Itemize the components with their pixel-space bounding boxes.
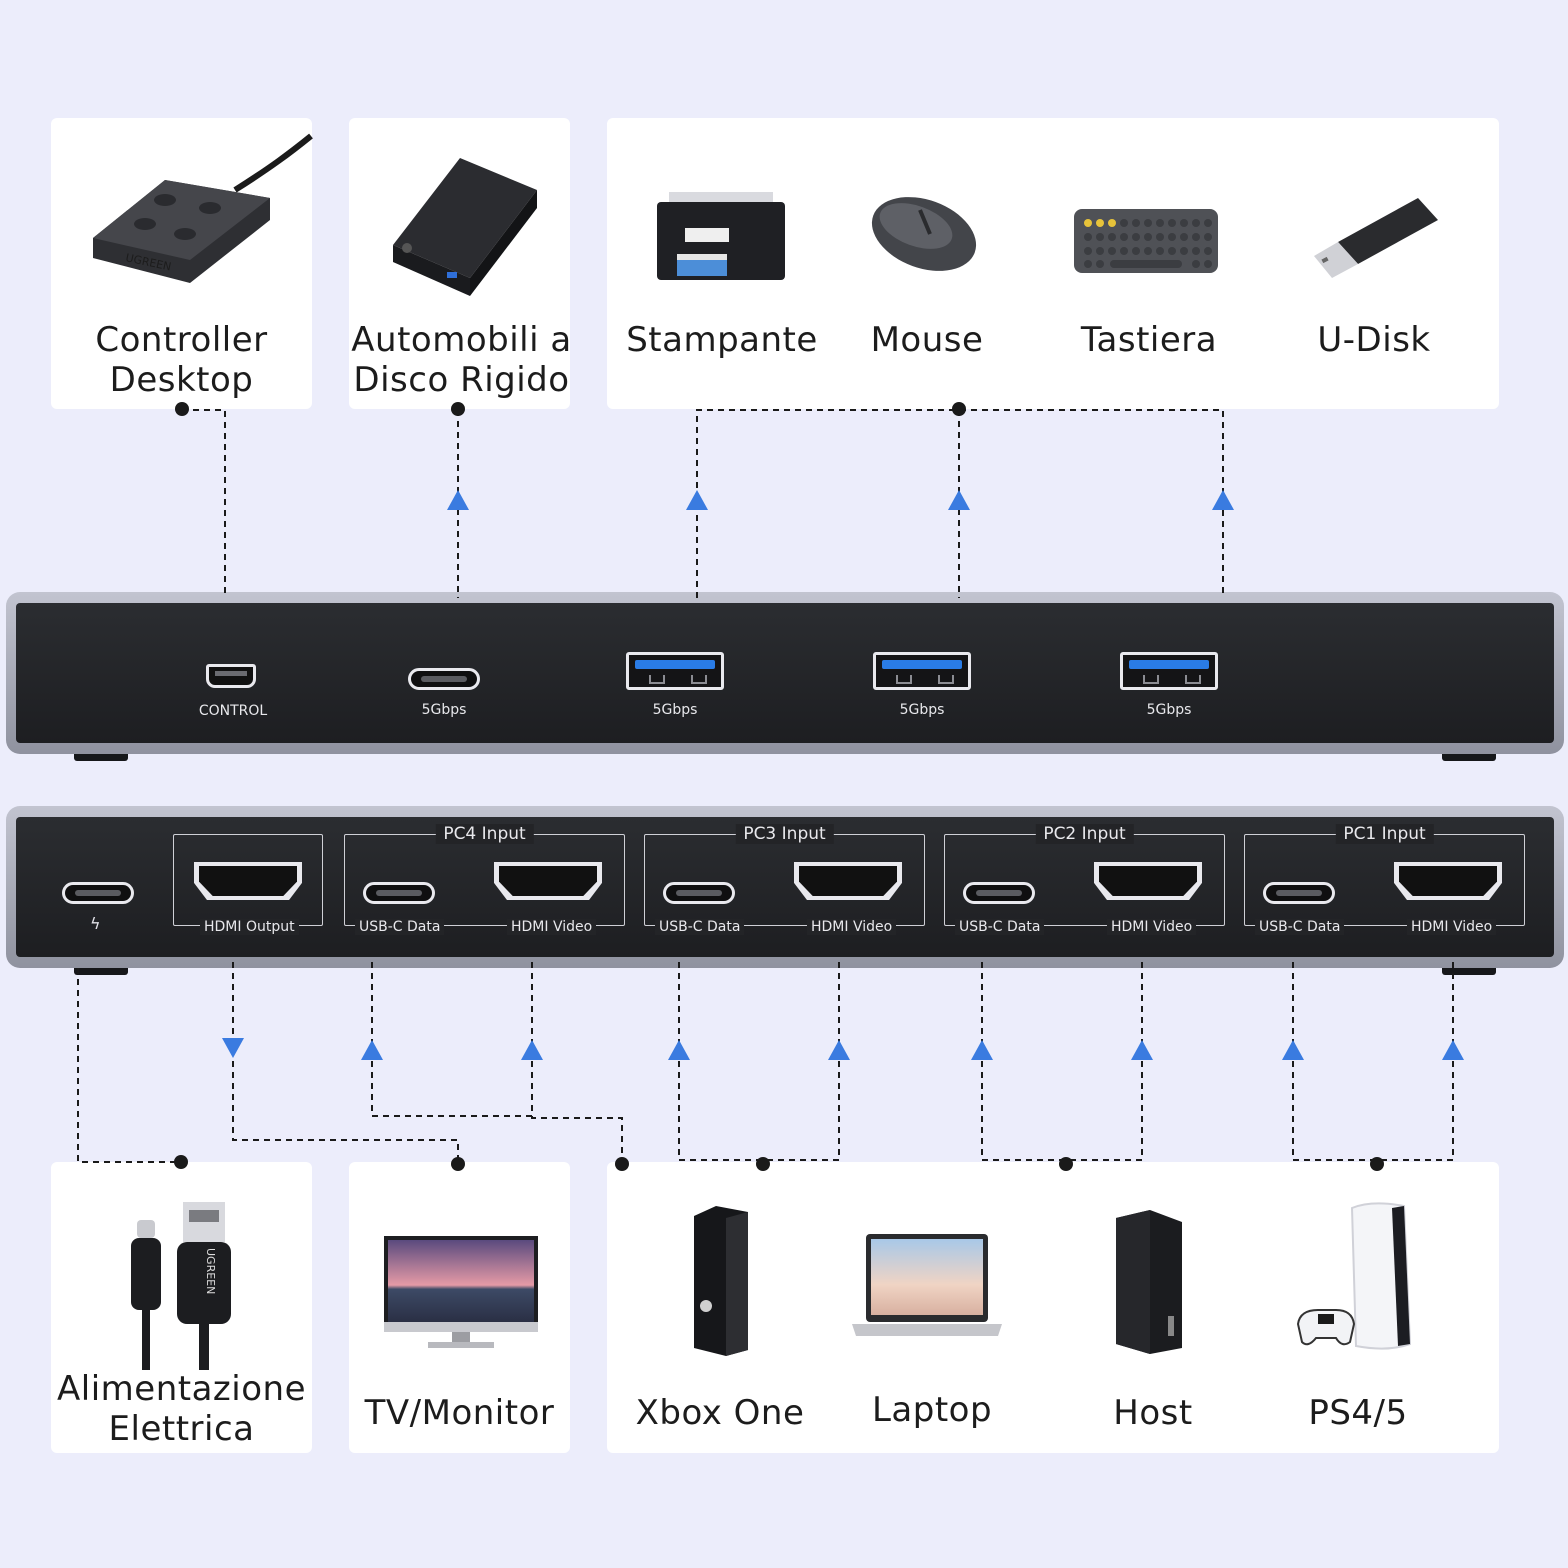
usba-port-2[interactable]: [873, 652, 971, 690]
link-pc3: [678, 962, 840, 1161]
hdmi-video-label: HDMI Video: [1407, 919, 1497, 935]
arrow-up-icon: [828, 1040, 850, 1060]
pc-hdmi-port[interactable]: [494, 862, 602, 900]
front-usbc-port[interactable]: [408, 668, 480, 690]
arrow-up-icon: [668, 1040, 690, 1060]
pc-input-title: PC3 Input: [735, 824, 834, 844]
usb-stick-icon: [1314, 198, 1438, 278]
label-front-usbc: 5Gbps: [421, 702, 467, 718]
front-panel: [6, 592, 1564, 754]
arrow-up-icon: [521, 1040, 543, 1060]
connector-dot: [756, 1157, 770, 1171]
control-port[interactable]: [206, 664, 256, 688]
pc-hdmi-port[interactable]: [1094, 862, 1202, 900]
arrow-up-icon: [447, 490, 469, 510]
usbc-data-label: USB-C Data: [355, 919, 445, 935]
link-controller: [182, 409, 226, 598]
label-udisk: U-Disk: [1317, 320, 1431, 360]
label-usba-3: 5Gbps: [1146, 702, 1192, 718]
keyboard-icon: [1074, 209, 1218, 273]
arrow-down-icon: [222, 1038, 244, 1058]
hdmi-video-label: HDMI Video: [507, 919, 597, 935]
hdmi-video-label: HDMI Video: [807, 919, 897, 935]
hdmi-output-port[interactable]: [194, 862, 302, 900]
power-cable-icon: UGREEN: [131, 1202, 231, 1370]
connector-dot: [615, 1157, 629, 1171]
pc-input-title: PC1 Input: [1335, 824, 1434, 844]
usbc-data-label: USB-C Data: [1255, 919, 1345, 935]
label-host: Host: [1113, 1393, 1193, 1433]
lightning-icon: ϟ: [90, 914, 101, 933]
link-monitor: [232, 962, 459, 1163]
label-power: Alimentazione Elettrica: [57, 1369, 306, 1449]
playstation-icon: [1296, 1202, 1412, 1350]
label-controller: Controller Desktop: [95, 320, 268, 400]
laptop-icon: [852, 1234, 1002, 1336]
usba-port-3[interactable]: [1120, 652, 1218, 690]
label-laptop: Laptop: [871, 1390, 993, 1430]
label-ps: PS4/5: [1308, 1393, 1408, 1433]
usbc-data-label: USB-C Data: [955, 919, 1045, 935]
pc-usbc-port[interactable]: [363, 882, 435, 904]
svg-text:UGREEN: UGREEN: [204, 1248, 217, 1294]
power-usbc-port[interactable]: [62, 882, 134, 904]
connector-dot: [451, 1157, 465, 1171]
host-pc-icon: [1116, 1210, 1182, 1354]
link-pc2: [981, 962, 1143, 1161]
controller-icon: UGREEN: [93, 133, 313, 283]
connector-dot: [175, 402, 189, 416]
connector-dot: [952, 402, 966, 416]
pc-usbc-port[interactable]: [663, 882, 735, 904]
mouse-icon: [871, 197, 977, 271]
pc-input-title: PC4 Input: [435, 824, 534, 844]
usbc-data-label: USB-C Data: [655, 919, 745, 935]
link-pc4-usbc: [371, 962, 532, 1117]
connector-dot: [174, 1155, 188, 1169]
printer-icon: [657, 192, 785, 280]
pc-hdmi-port[interactable]: [1394, 862, 1502, 900]
pc-input-title: PC2 Input: [1035, 824, 1134, 844]
hdmi-output-group: HDMI Output: [173, 834, 323, 935]
xbox-icon: [694, 1206, 748, 1356]
label-hdd: Automobili a Disco Rigido: [351, 320, 572, 400]
arrow-up-icon: [948, 490, 970, 510]
hdd-enclosure-icon: [393, 158, 537, 296]
label-control-port: CONTROL: [198, 703, 268, 719]
arrow-up-icon: [361, 1040, 383, 1060]
monitor-icon: [384, 1236, 538, 1348]
arrow-up-icon: [1282, 1040, 1304, 1060]
label-mouse: Mouse: [870, 320, 984, 360]
label-xbox: Xbox One: [635, 1393, 805, 1433]
pc-usbc-port[interactable]: [1263, 882, 1335, 904]
pc-usbc-port[interactable]: [963, 882, 1035, 904]
label-usba-2: 5Gbps: [899, 702, 945, 718]
connector-dot: [451, 402, 465, 416]
link-pc4-hdmi: [531, 962, 623, 1163]
connector-dot: [1059, 1157, 1073, 1171]
usba-port-1[interactable]: [626, 652, 724, 690]
arrow-up-icon: [1442, 1040, 1464, 1060]
label-keyboard: Tastiera: [1080, 320, 1218, 360]
label-usba-1: 5Gbps: [652, 702, 698, 718]
connector-dot: [1370, 1157, 1384, 1171]
label-hdmi-output: HDMI Output: [200, 919, 299, 935]
arrow-up-icon: [1212, 490, 1234, 510]
link-power: [77, 968, 181, 1163]
arrow-up-icon: [971, 1040, 993, 1060]
link-pc1: [1292, 962, 1454, 1161]
label-printer: Stampante: [626, 320, 818, 360]
card-hosts: [607, 1162, 1499, 1453]
arrow-up-icon: [1131, 1040, 1153, 1060]
arrow-up-icon: [686, 490, 708, 510]
pc-hdmi-port[interactable]: [794, 862, 902, 900]
label-monitor: TV/Monitor: [364, 1393, 555, 1433]
hdmi-video-label: HDMI Video: [1107, 919, 1197, 935]
